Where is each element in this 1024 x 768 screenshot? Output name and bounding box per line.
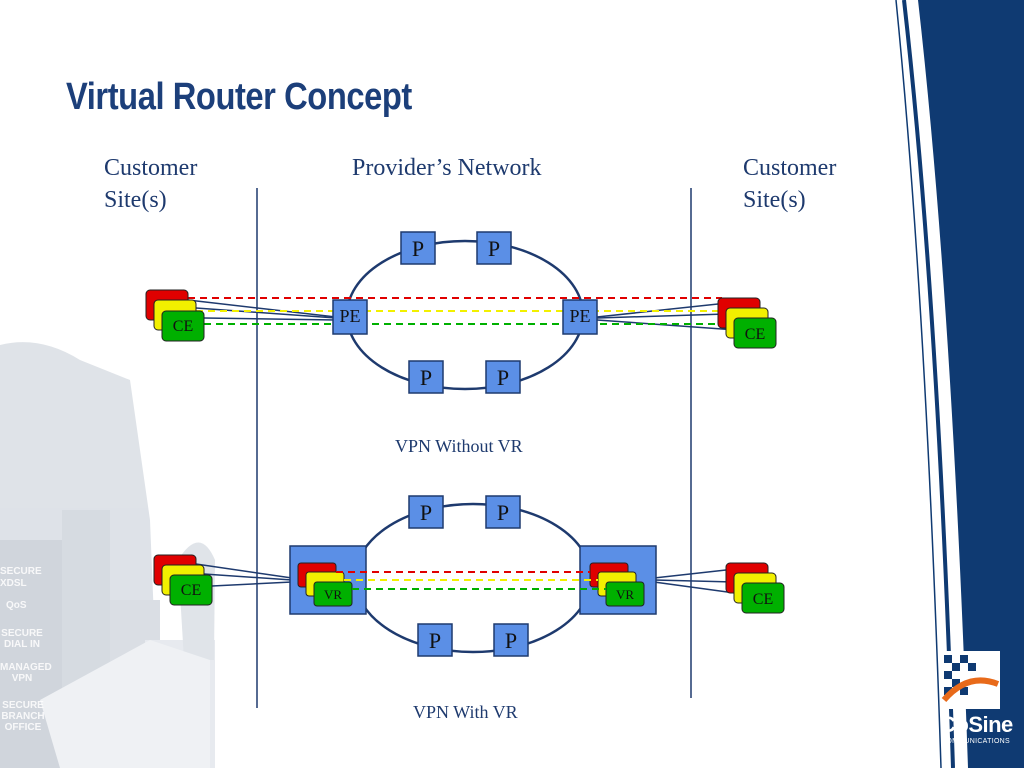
right-band-stripe: [902, 0, 955, 768]
cosine-logo-mark: [940, 651, 1000, 709]
top-pe-router-left[interactable]: PE: [332, 299, 368, 335]
top-left-ce-stack[interactable]: CE: [145, 289, 205, 342]
top-p-router-2-label: P: [488, 236, 500, 261]
bottom-p-router-3[interactable]: P: [417, 623, 453, 657]
header-center: Provider’s Network: [352, 155, 542, 181]
top-p-router-3-label: P: [420, 365, 432, 390]
top-p-router-4[interactable]: P: [485, 360, 521, 394]
bottom-right-ce-stack[interactable]: CE: [725, 562, 785, 614]
bottom-p-router-2[interactable]: P: [485, 495, 521, 529]
bottom-right-vr-label: VR: [616, 587, 634, 602]
top-diagram-caption: VPN Without VR: [395, 436, 523, 456]
right-band: [918, 0, 1024, 768]
header-right: Customer Site(s): [743, 152, 836, 216]
bottom-p-router-3-label: P: [429, 628, 441, 653]
top-left-ce-label: CE: [173, 318, 193, 335]
right-band-stripe-thin: [895, 0, 942, 768]
bg-tag-managed-vpn: MANAGED VPN: [0, 662, 52, 684]
bg-tag-qos: QoS: [6, 600, 27, 611]
bottom-pe-right[interactable]: VR: [579, 545, 657, 615]
top-p-router-4-label: P: [497, 365, 509, 390]
header-left-line-2: Site(s): [104, 187, 167, 213]
bottom-left-ce-label: CE: [181, 582, 201, 599]
top-left-access-links: [187, 299, 337, 321]
header-left: Customer Site(s): [104, 152, 197, 216]
bottom-left-ce-stack[interactable]: CE: [153, 554, 213, 606]
header-right-line-2: Site(s): [743, 187, 806, 213]
bottom-p-router-4-label: P: [505, 628, 517, 653]
top-pe-router-left-label: PE: [339, 306, 360, 326]
bg-tag-xdsl: XDSL: [0, 578, 27, 589]
top-p-router-3[interactable]: P: [408, 360, 444, 394]
header-right-line-1: Customer: [743, 155, 837, 181]
bottom-p-router-2-label: P: [497, 500, 509, 525]
bottom-right-ce-label: CE: [753, 591, 773, 608]
top-pe-router-right[interactable]: PE: [562, 299, 598, 335]
brand-name: CoSine: [940, 712, 1013, 737]
bottom-p-router-1-label: P: [420, 500, 432, 525]
bottom-left-access-links: [195, 563, 293, 587]
top-right-ce-stack[interactable]: CE: [717, 297, 777, 349]
bg-tag-dial-in: SECURE DIAL IN: [1, 628, 43, 650]
bottom-pe-left[interactable]: VR: [289, 545, 367, 615]
slide-title: Virtual Router Concept: [66, 76, 412, 118]
bottom-p-router-1[interactable]: P: [408, 495, 444, 529]
top-pe-router-right-label: PE: [569, 306, 590, 326]
brand-subtitle: COMMUNICATIONS: [941, 738, 1011, 745]
bg-tag-branch-office: SECURE BRANCH OFFICE: [1, 700, 45, 733]
bg-tag-secure: SECURE: [0, 566, 42, 577]
top-p-router-1-label: P: [412, 236, 424, 261]
bottom-diagram-caption: VPN With VR: [413, 702, 518, 722]
top-p-router-1[interactable]: P: [400, 231, 436, 265]
top-p-router-2[interactable]: P: [476, 231, 512, 265]
top-right-ce-label: CE: [745, 326, 765, 343]
bottom-p-router-4[interactable]: P: [493, 623, 529, 657]
bottom-left-vr-label: VR: [324, 587, 342, 602]
header-left-line-1: Customer: [104, 155, 198, 181]
